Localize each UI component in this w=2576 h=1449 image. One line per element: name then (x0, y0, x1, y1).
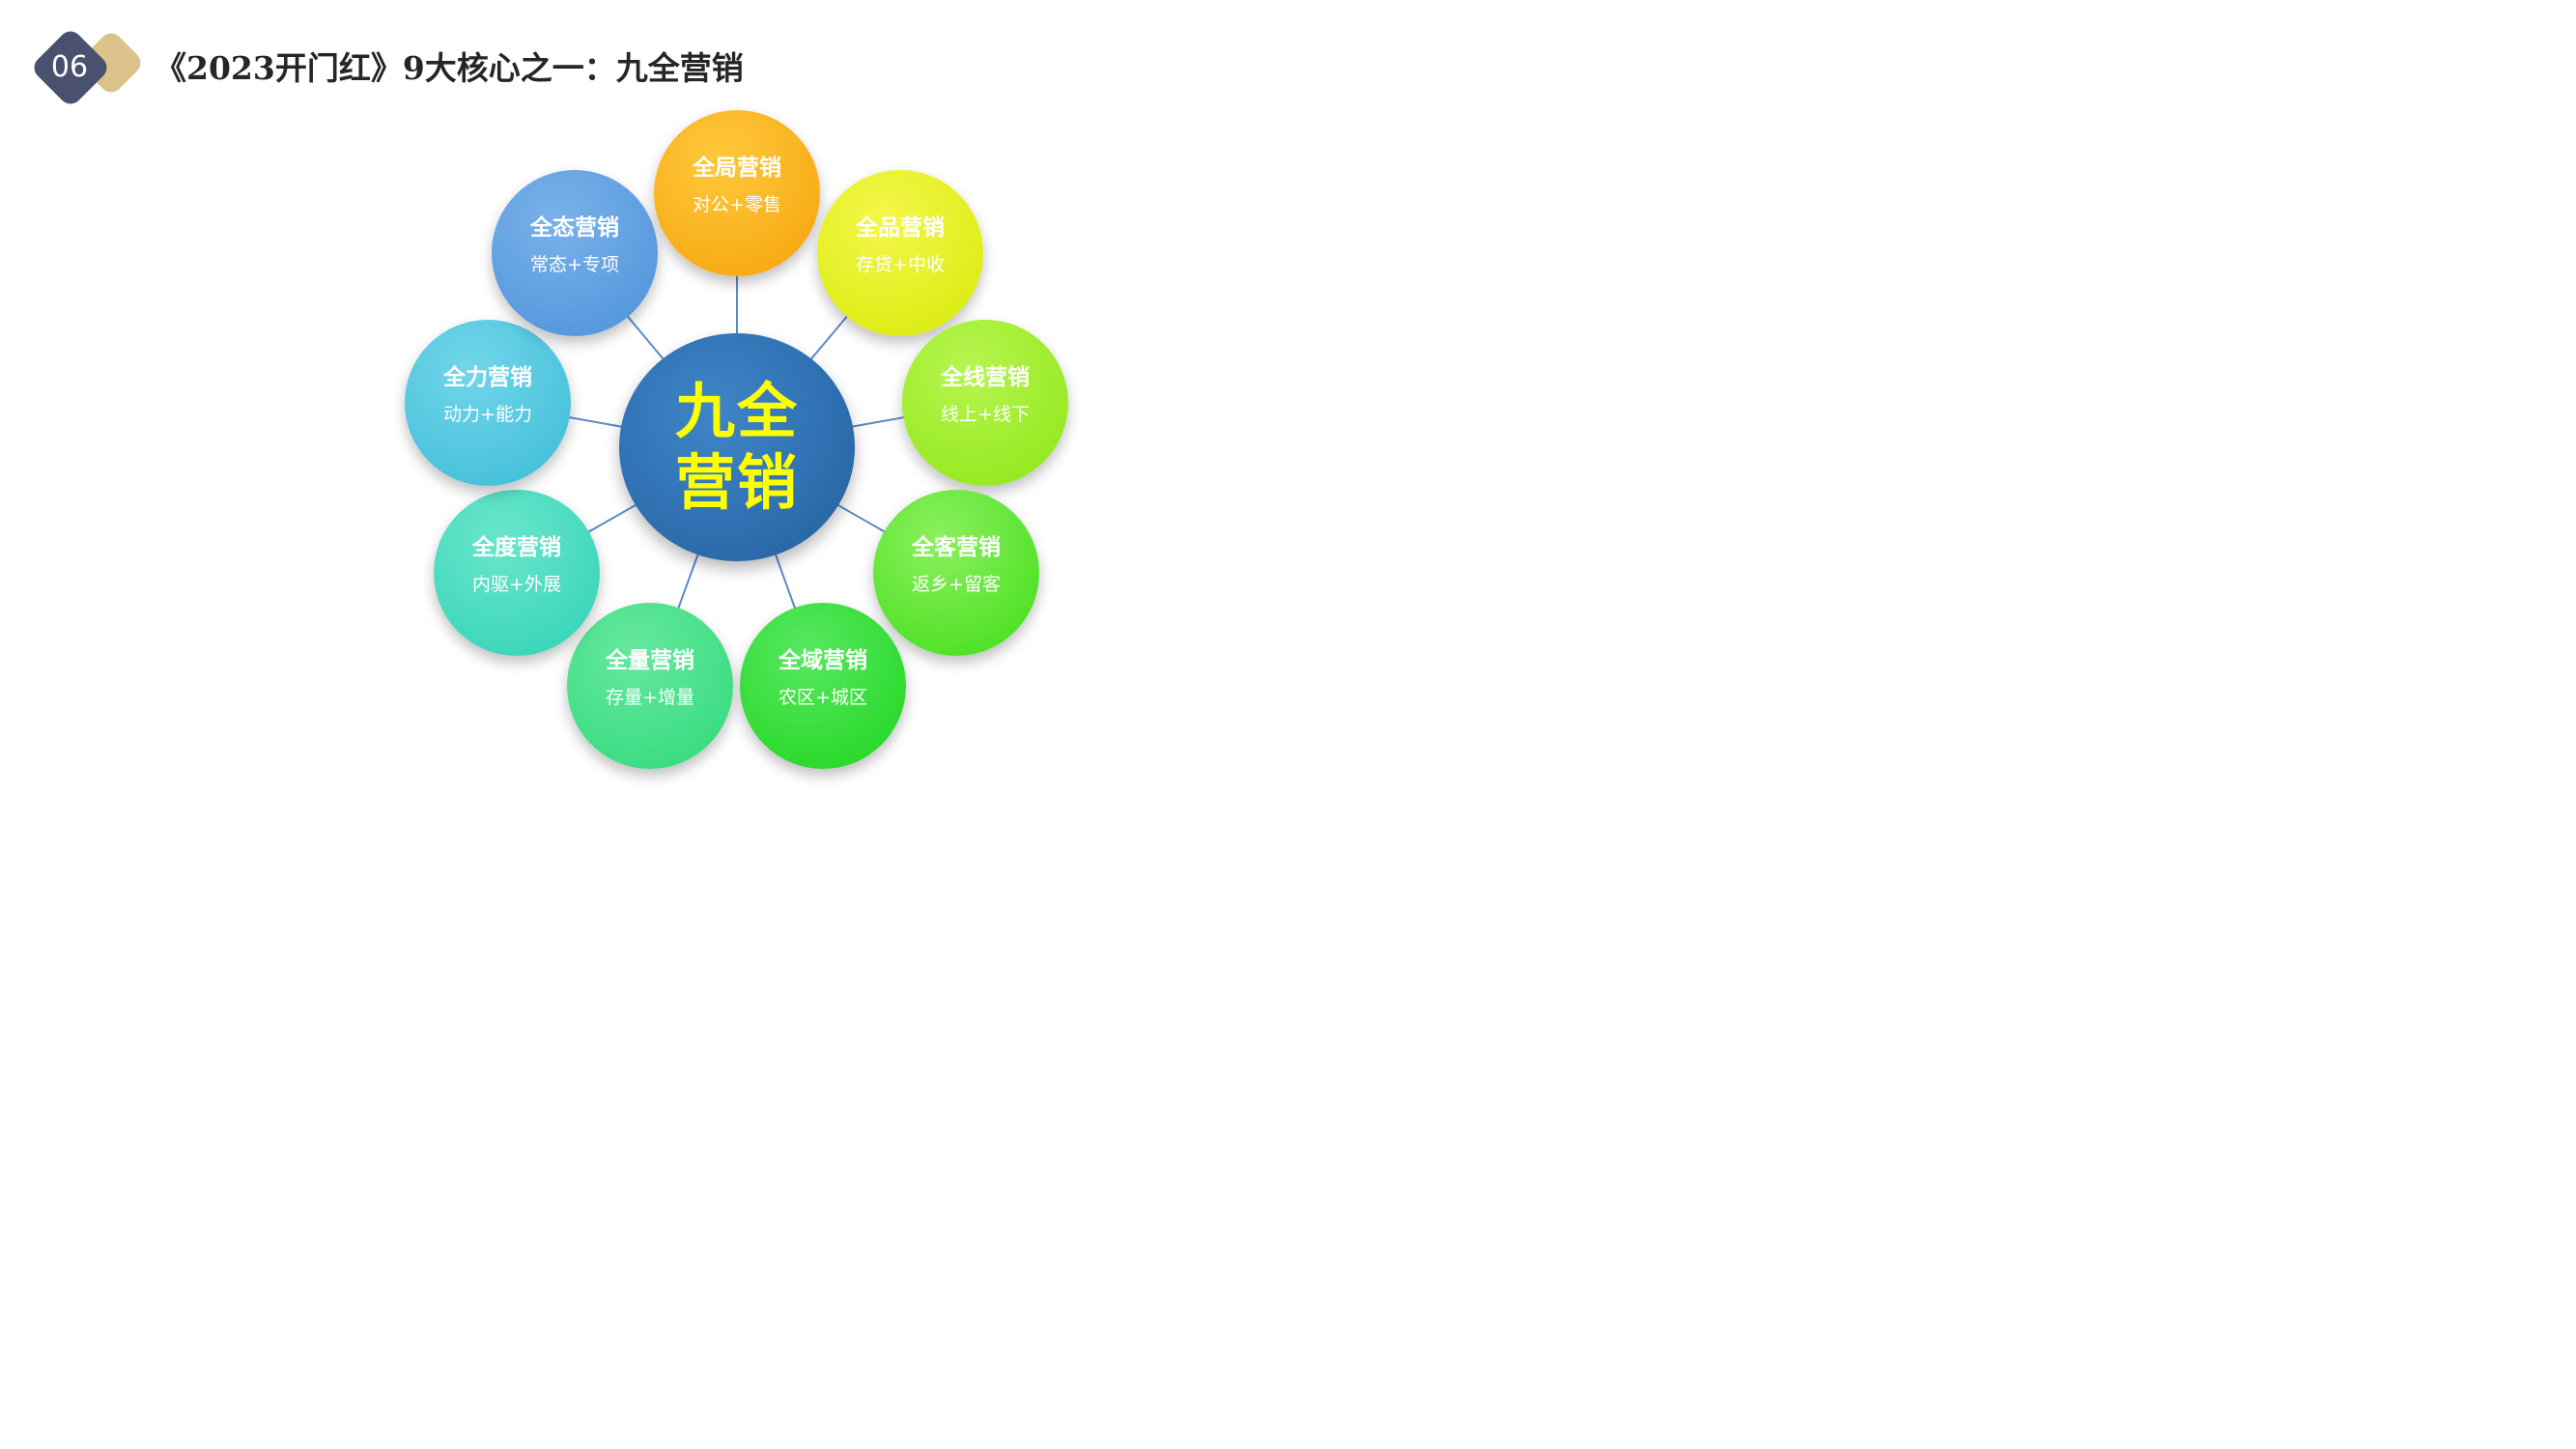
connector-quanliang (676, 550, 700, 612)
center-circle: 九全 营销 (619, 333, 855, 561)
node-subtitle: 返乡+留客 (912, 574, 1001, 595)
node-quanju: 全局营销对公+零售 (654, 110, 820, 276)
section-number: 06 (50, 50, 89, 84)
center-title-line-1: 九全 (674, 376, 799, 446)
node-quanke: 全客营销返乡+留客 (873, 490, 1039, 656)
node-quanli: 全力营销动力+能力 (405, 320, 571, 486)
connector-quanpin (807, 313, 850, 364)
node-subtitle: 农区+城区 (778, 687, 867, 708)
node-subtitle: 常态+专项 (530, 254, 619, 275)
node-subtitle: 动力+能力 (443, 404, 532, 425)
node-subtitle: 存量+增量 (606, 687, 694, 708)
node-quandu: 全度营销内驱+外展 (434, 490, 600, 656)
node-title: 全量营销 (606, 648, 694, 673)
node-quantai: 全态营销常态+专项 (492, 170, 658, 336)
node-subtitle: 存贷+中收 (856, 254, 945, 275)
node-subtitle: 线上+线下 (941, 404, 1030, 425)
node-quanyu: 全域营销农区+城区 (740, 603, 906, 769)
node-title: 全局营销 (693, 156, 781, 181)
nine-marketing-diagram: 九全 营销 全局营销对公+零售全品营销存贷+中收全线营销线上+线下全客营销返乡+… (0, 0, 1509, 852)
connector-lines (565, 272, 908, 612)
connector-quandu (584, 500, 642, 535)
connector-quantai (624, 313, 667, 364)
node-title: 全度营销 (472, 535, 561, 560)
center-title-line-2: 营销 (674, 447, 799, 518)
node-subtitle: 对公+零售 (693, 194, 781, 215)
node-title: 全域营销 (778, 648, 867, 673)
section-badge: 06 (29, 26, 146, 119)
node-subtitle: 内驱+外展 (472, 574, 561, 595)
node-quanpin: 全品营销存贷+中收 (817, 170, 983, 336)
node-title: 全态营销 (530, 215, 619, 241)
node-title: 全力营销 (443, 365, 532, 390)
node-quanxian: 全线营销线上+线下 (902, 320, 1068, 486)
node-title: 全客营销 (912, 535, 1001, 560)
connector-quanxian (845, 415, 908, 429)
connector-quanyu (773, 550, 798, 612)
connector-quanli (565, 415, 629, 429)
connector-quanke (832, 500, 889, 535)
node-title: 全线营销 (941, 365, 1030, 390)
slide-title: 《2023开门红》9大核心之一：九全营销 (155, 49, 744, 87)
node-title: 全品营销 (856, 215, 945, 241)
node-quanliang: 全量营销存量+增量 (567, 603, 733, 769)
